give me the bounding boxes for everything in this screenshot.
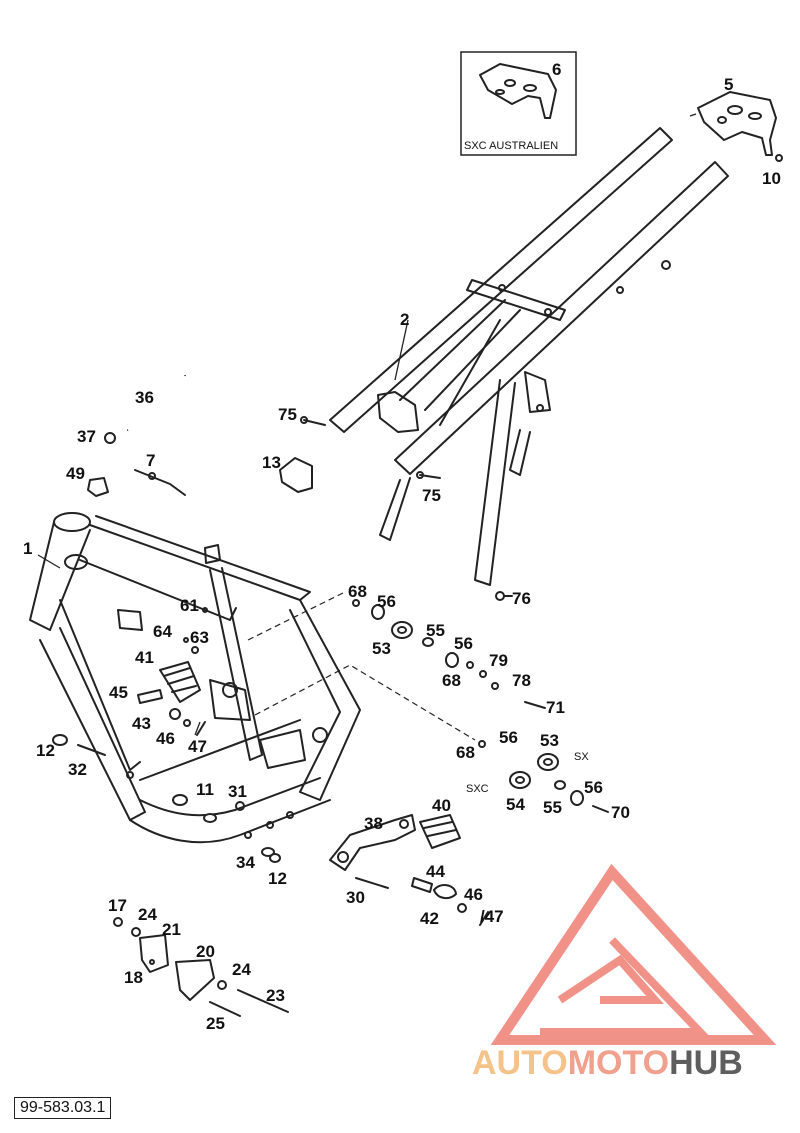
callout-79: 79 — [489, 651, 508, 670]
wordmark-auto: AUTO — [472, 1044, 568, 1082]
callout-49: 49 — [66, 464, 85, 483]
callout-47a: 47 — [188, 737, 207, 756]
callout-54: 54 — [506, 795, 525, 814]
variant-label-sx: SX — [574, 751, 589, 763]
callout-68a: 68 — [348, 582, 367, 601]
callout-64: 64 — [153, 622, 172, 641]
callout-63: 63 — [190, 628, 209, 647]
subframe-part — [329, 127, 729, 586]
screw-part — [134, 469, 186, 496]
callout-1: 1 — [23, 539, 32, 558]
callout-13: 13 — [262, 453, 281, 472]
callout-46b: 46 — [464, 885, 483, 904]
footpeg-left-part — [137, 661, 206, 736]
callout-24b: 24 — [232, 960, 251, 979]
callout-30: 30 — [346, 888, 365, 907]
swingarm-bushings-parts — [352, 599, 609, 813]
reference-code: 99-583.03.1 — [14, 1097, 112, 1119]
callout-11: 11 — [196, 780, 214, 799]
rubber-block-part — [279, 457, 313, 493]
callout-25: 25 — [206, 1014, 225, 1033]
callout-56a: 56 — [377, 592, 396, 611]
lower-bracket-parts — [113, 917, 289, 1017]
callout-55b: 55 — [543, 798, 562, 817]
callout-55a: 55 — [426, 621, 445, 640]
callout-56c: 56 — [499, 728, 518, 747]
bolt-75-lower — [416, 471, 441, 479]
callout-40: 40 — [432, 796, 451, 815]
watermark-wordmark: AUTOMOTOHUB — [472, 1044, 743, 1083]
callout-10: 10 — [762, 169, 781, 188]
callout-38: 38 — [364, 814, 383, 833]
callout-32: 32 — [68, 760, 87, 779]
assembly-dash-lines — [247, 591, 476, 741]
callout-5: 5 — [724, 75, 733, 94]
watermark-logo-mark — [490, 863, 777, 1045]
clip-part — [104, 432, 116, 444]
callout-61: 61 — [180, 596, 199, 615]
callout-23: 23 — [266, 986, 285, 1005]
callout-36: 36 — [135, 388, 154, 407]
wordmark-hub: HUB — [669, 1044, 743, 1082]
callout-56d: 56 — [584, 778, 603, 797]
footpeg-right-parts — [329, 814, 489, 926]
callout-68c: 68 — [456, 743, 475, 762]
callout-53b: 53 — [540, 731, 559, 750]
callout-44: 44 — [426, 862, 445, 881]
callout-41: 41 — [135, 648, 154, 667]
inset-label: SXC AUSTRALIEN — [464, 140, 558, 152]
callout-56b: 56 — [454, 634, 473, 653]
callout-31: 31 — [228, 782, 247, 801]
callout-37: 37 — [77, 427, 96, 446]
callout-46a: 46 — [156, 729, 175, 748]
inset-box: SXC AUSTRALIEN — [460, 51, 577, 156]
callout-53a: 53 — [372, 639, 391, 658]
callout-2: 2 — [400, 310, 409, 329]
frame-small-parts — [52, 607, 281, 863]
callout-12a: 12 — [36, 741, 55, 760]
callout-71: 71 — [546, 698, 565, 717]
callout-12b: 12 — [268, 869, 287, 888]
callout-68b: 68 — [442, 671, 461, 690]
callout-75b: 75 — [422, 486, 441, 505]
bolt-75-upper — [300, 416, 326, 426]
callout-6: 6 — [552, 60, 561, 79]
callout-17: 17 — [108, 896, 127, 915]
main-frame-part — [29, 512, 361, 844]
callout-21: 21 — [162, 920, 181, 939]
leader-lines — [194, 721, 201, 736]
callout-34: 34 — [236, 853, 255, 872]
callout-42: 42 — [420, 909, 439, 928]
skid-plate-part — [689, 91, 783, 162]
callout-numbers: 1 2 5 6 7 10 11 12 12 13 17 18 20 21 23 … — [23, 60, 781, 1033]
wordmark-moto: MOTO — [567, 1044, 670, 1082]
hose-part — [127, 375, 187, 432]
callout-75a: 75 — [278, 405, 297, 424]
callout-78: 78 — [512, 671, 531, 690]
callout-47b: /47 — [480, 907, 504, 926]
bolt-76 — [495, 591, 513, 601]
plug-part — [87, 477, 109, 497]
callout-7: 7 — [146, 451, 155, 470]
callout-45: 45 — [109, 683, 128, 702]
callout-20: 20 — [196, 942, 215, 961]
callout-18: 18 — [124, 968, 143, 987]
callout-43: 43 — [132, 714, 151, 733]
variant-label-sxc: SXC — [466, 783, 489, 795]
callout-76: 76 — [512, 589, 531, 608]
callout-70: 70 — [611, 803, 630, 822]
callout-24a: 24 — [138, 905, 157, 924]
